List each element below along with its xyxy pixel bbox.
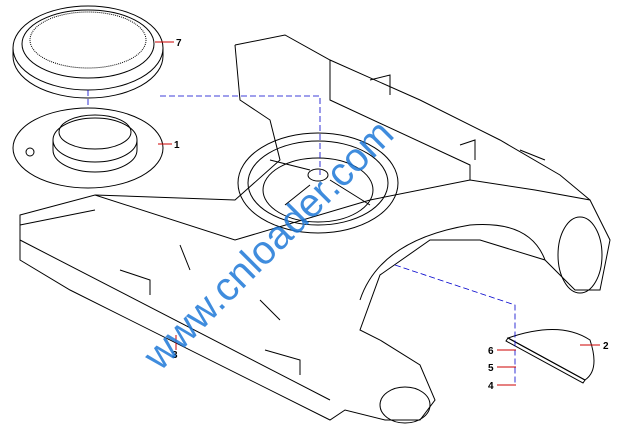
leader-lines xyxy=(155,41,600,386)
callout-3: 3 xyxy=(172,350,178,361)
assembly-centerlines xyxy=(87,90,516,385)
callout-2: 2 xyxy=(603,341,609,352)
access-cover-plate xyxy=(505,329,595,384)
slewing-ring xyxy=(12,5,164,99)
callout-7: 7 xyxy=(176,38,182,49)
lower-frame xyxy=(19,34,611,424)
callout-1: 1 xyxy=(174,140,180,151)
watermark: www.cnloader.com xyxy=(135,111,403,379)
cover-plate xyxy=(12,107,164,189)
callout-6: 6 xyxy=(488,346,494,357)
callout-5: 5 xyxy=(488,363,494,374)
callout-4: 4 xyxy=(488,381,494,392)
